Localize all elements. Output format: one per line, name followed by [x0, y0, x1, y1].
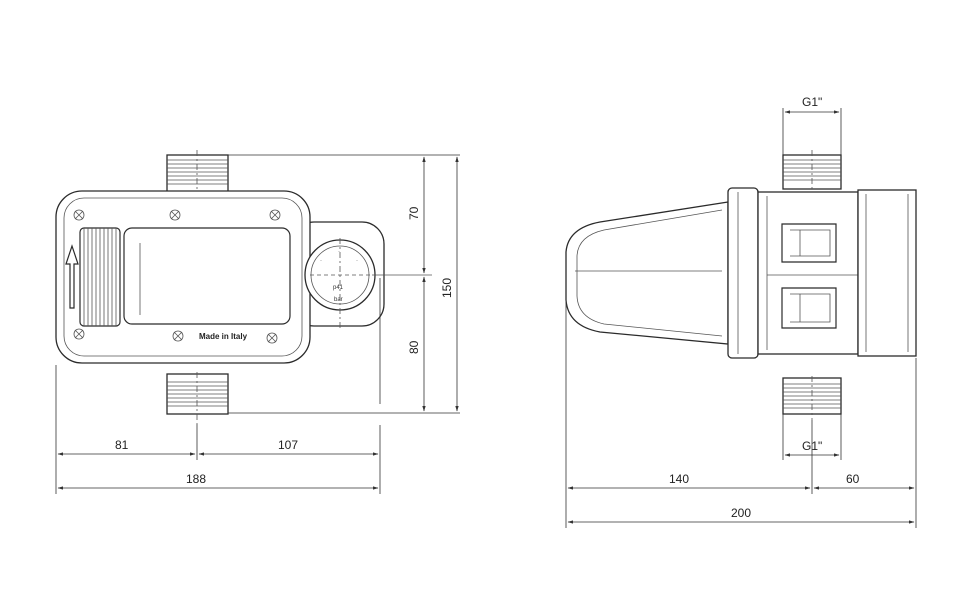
screw-icon — [266, 332, 278, 344]
dimension-81: 81 — [57, 438, 196, 456]
dim-107-label: 107 — [278, 438, 298, 452]
dimension-188: 188 — [57, 472, 379, 490]
dimension-thread-bottom: G1" — [784, 439, 840, 457]
dimension-200: 200 — [567, 506, 915, 524]
gauge-label-p41: p41 — [333, 285, 344, 291]
flow-arrow-icon — [65, 244, 79, 309]
gauge-label-bar: bar — [334, 297, 343, 303]
dimension-60: 60 — [813, 472, 915, 490]
dimension-thread-top: G1" — [784, 95, 840, 114]
central-body — [757, 191, 859, 355]
dim-80-label: 80 — [407, 340, 421, 354]
screw-icon — [73, 209, 85, 221]
gauge-mark: · — [356, 258, 358, 264]
dimension-140: 140 — [567, 472, 811, 490]
screw-icon — [169, 209, 181, 221]
screw-icon — [269, 209, 281, 221]
side-bottom-fitting — [782, 376, 842, 420]
display-window — [123, 227, 291, 325]
front-view: Made in Italy p41 bar · · · 81 — [55, 150, 460, 494]
dim-70-label: 70 — [407, 206, 421, 220]
dim-200-label: 200 — [731, 506, 751, 520]
gauge-mark: · — [338, 249, 340, 255]
screw-icon — [73, 328, 85, 340]
thread-top-label: G1" — [802, 95, 822, 109]
thread-bottom-label: G1" — [802, 439, 822, 453]
screw-icon — [172, 330, 184, 342]
bottom-fitting — [166, 372, 229, 424]
dim-150-label: 150 — [440, 278, 454, 298]
tapered-cover — [565, 201, 729, 345]
dim-81-label: 81 — [115, 438, 129, 452]
pressure-gauge: p41 bar · · · — [304, 238, 376, 330]
dimension-70: 70 — [407, 156, 426, 274]
dim-60-label: 60 — [846, 472, 860, 486]
gauge-mark: · — [320, 258, 322, 264]
ribbed-button-panel — [79, 227, 121, 327]
dimension-107: 107 — [198, 438, 379, 456]
flange — [727, 187, 759, 359]
dimension-80: 80 — [407, 276, 426, 412]
side-view: G1" G1" 140 60 200 — [565, 95, 917, 528]
main-housing: Made in Italy — [55, 190, 311, 364]
end-cap — [857, 189, 917, 357]
dim-140-label: 140 — [669, 472, 689, 486]
side-top-fitting — [782, 150, 842, 192]
made-in-italy-label: Made in Italy — [199, 332, 248, 341]
dim-188-label: 188 — [186, 472, 206, 486]
dimension-150: 150 — [440, 156, 459, 412]
top-fitting — [166, 150, 229, 196]
